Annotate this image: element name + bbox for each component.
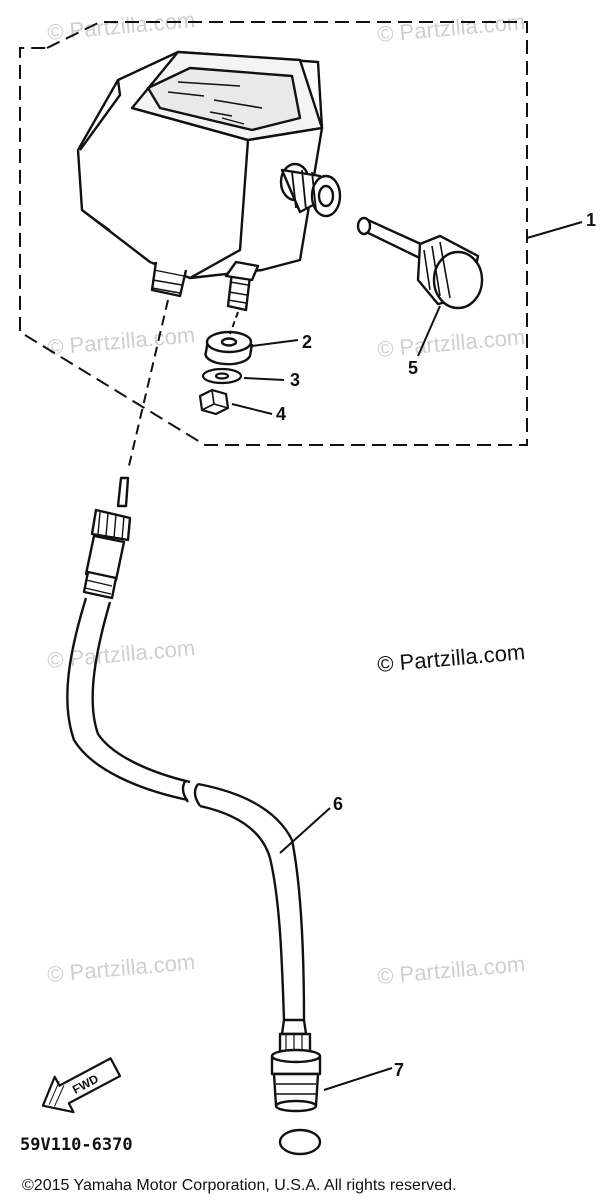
reset-knob-socket [279, 162, 342, 218]
callout-4: 4 [276, 404, 286, 424]
callout-1: 1 [586, 210, 596, 230]
brand-watermark: © Partzilla.com [376, 639, 526, 677]
watermark: © Partzilla.com [376, 9, 526, 47]
watermark: © Partzilla.com [46, 322, 196, 360]
leader-lines [127, 221, 583, 1091]
hex-nut [198, 388, 230, 416]
rubber-washer [204, 330, 254, 366]
watermark: © Partzilla.com [376, 324, 526, 362]
diagram-code: 59V110-6370 [20, 1135, 133, 1155]
callout-6: 6 [333, 794, 343, 814]
callout-3: 3 [290, 370, 300, 390]
flat-washer [201, 367, 243, 385]
callout-5: 5 [408, 358, 418, 378]
cable-fitting-threaded [150, 261, 188, 298]
copyright-notice: ©2015 Yamaha Motor Corporation, U.S.A. A… [22, 1177, 457, 1194]
mounting-stud [224, 260, 260, 312]
callout-2: 2 [302, 332, 312, 352]
meter-assembly [76, 50, 342, 312]
watermark: © Partzilla.com [46, 7, 196, 45]
watermark: © Partzilla.com [46, 949, 196, 987]
callout-7: 7 [394, 1060, 404, 1080]
o-ring [278, 1128, 322, 1156]
speedometer-cable [66, 476, 322, 1113]
reset-knob [356, 216, 484, 310]
fwd-arrow-icon: FWD [41, 1057, 122, 1114]
watermark: © Partzilla.com [376, 951, 526, 989]
assembly-boundary [19, 21, 528, 446]
